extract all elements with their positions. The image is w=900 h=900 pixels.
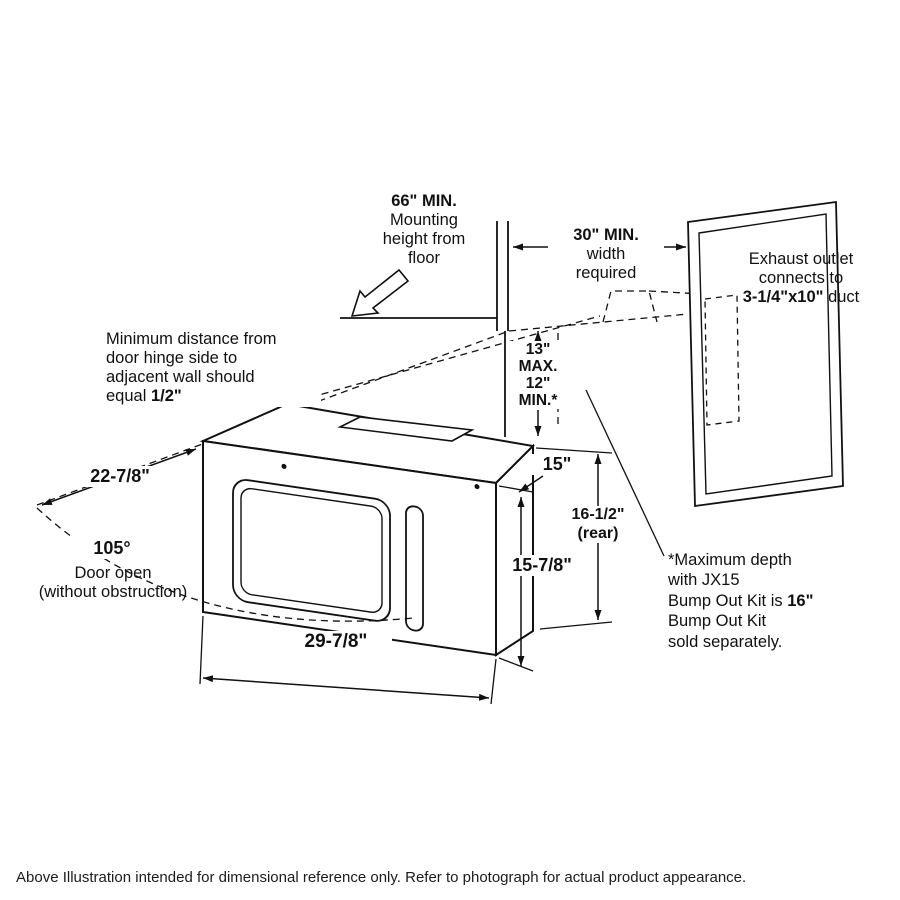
width-required-label: 30" MIN. width required [548, 226, 664, 284]
microwave-door-window-outer [232, 479, 391, 622]
projection-line-rear [286, 315, 601, 405]
bump-out-text-5: sold separately. [668, 632, 783, 651]
bump-out-text-2: with JX15 [668, 571, 740, 590]
depth-max-value: 13" [525, 341, 551, 358]
microwave-outline [199, 402, 536, 657]
extension-lines [199, 447, 613, 705]
top-depth-leader [518, 475, 544, 493]
door-screw-left [281, 463, 287, 469]
rear-height-qualifier: (rear) [577, 524, 619, 542]
duct-adapter-dashed [602, 290, 658, 323]
bump-out-text-4: Bump Out Kit [668, 612, 767, 631]
wall-top-edge-dashed [508, 313, 689, 332]
mounting-height-label: 66" MIN. Mounting height from floor [352, 192, 496, 269]
mounting-height-value: 66" MIN. [391, 192, 457, 210]
duct-word: duct [823, 288, 860, 307]
hinge-clearance-equal: equal [106, 387, 151, 406]
hinge-clearance-note: Minimum distance from door hinge side to… [106, 330, 321, 407]
door-open-angle: 105° [70, 538, 154, 559]
rear-height-value: 16-1/2" [571, 506, 625, 523]
hinge-clearance-value: 1/2" [150, 387, 182, 406]
exhaust-wall-panel [687, 200, 844, 508]
exhaust-outlet-text-3: 3-1/4"x10" duct [722, 288, 880, 307]
width-required-text-2: required [575, 264, 637, 283]
door-open-text-1: Door open [74, 564, 152, 582]
width-required-text-1: width [586, 245, 626, 264]
width-ext-left [199, 615, 204, 685]
hinge-clearance-text-2: door hinge side to [106, 349, 238, 368]
rear-height-ext-bottom [539, 621, 613, 630]
bump-out-text-1: *Maximum depth [668, 551, 792, 569]
rear-height-dimension: 16-1/2" (rear) [556, 506, 640, 544]
mounting-height-text-2: height from [382, 230, 466, 249]
footer-disclaimer: Above Illustration intended for dimensio… [16, 869, 747, 886]
mounting-height-text-1: Mounting [390, 211, 458, 230]
hinge-clearance-text-3: adjacent wall should [106, 368, 255, 387]
microwave-top-vent [337, 416, 475, 442]
duct-size-value: 3-1/4"x10" [742, 288, 824, 307]
exhaust-outlet-label: Exhaust outlet connects to 3-1/4"x10" du… [722, 250, 880, 307]
microwave-door-handle [405, 505, 424, 632]
microwave-door-window-inner [240, 487, 383, 613]
bump-out-text-3: Bump Out Kit is 16" [668, 591, 846, 611]
unit-width-dimension: 29-7/8" [280, 631, 392, 654]
hinge-clearance-text-1: Minimum distance from [106, 330, 277, 348]
depth-max-label: MAX. [518, 358, 558, 376]
hinge-clearance-text-4: equal 1/2" [106, 387, 321, 406]
wall-lines [340, 221, 509, 437]
rear-height-ext-top [535, 447, 613, 454]
depth-min-value: 12" [525, 375, 551, 393]
panel-outer [687, 200, 844, 508]
bump-out-leader-line [585, 389, 665, 557]
width-required-value: 30" MIN. [573, 226, 639, 244]
door-open-label: Door open (without obstruction) [18, 564, 208, 602]
door-diagonal-dimension: 22-7/8" [68, 466, 172, 487]
bump-out-kit-is: Bump Out Kit is [668, 591, 788, 610]
width-ext-right [490, 658, 497, 705]
bump-out-depth-value: 16" [787, 591, 814, 610]
door-open-text-2: (without obstruction) [38, 583, 188, 602]
exhaust-outlet-text-2: connects to [758, 269, 844, 288]
microwave-right-face [495, 443, 534, 657]
panel-inner [698, 213, 833, 495]
depth-min-label: MIN.* [518, 392, 558, 410]
depth-range-dimension: 13" MAX. 12" MIN.* [506, 341, 570, 410]
mounting-height-arrow [350, 268, 410, 317]
door-screw-right [474, 484, 480, 490]
front-height-ext-bottom [498, 657, 534, 672]
exhaust-outlet-text-1: Exhaust outlet [748, 250, 854, 268]
duct-outlet-dashed [704, 294, 740, 426]
front-height-dimension: 15-7/8" [502, 555, 582, 576]
top-depth-dimension: 15" [526, 454, 588, 475]
bump-out-kit-note: *Maximum depth with JX15 Bump Out Kit is… [668, 550, 846, 652]
mounting-height-text-3: floor [407, 249, 441, 268]
unit-width-line [202, 675, 490, 701]
